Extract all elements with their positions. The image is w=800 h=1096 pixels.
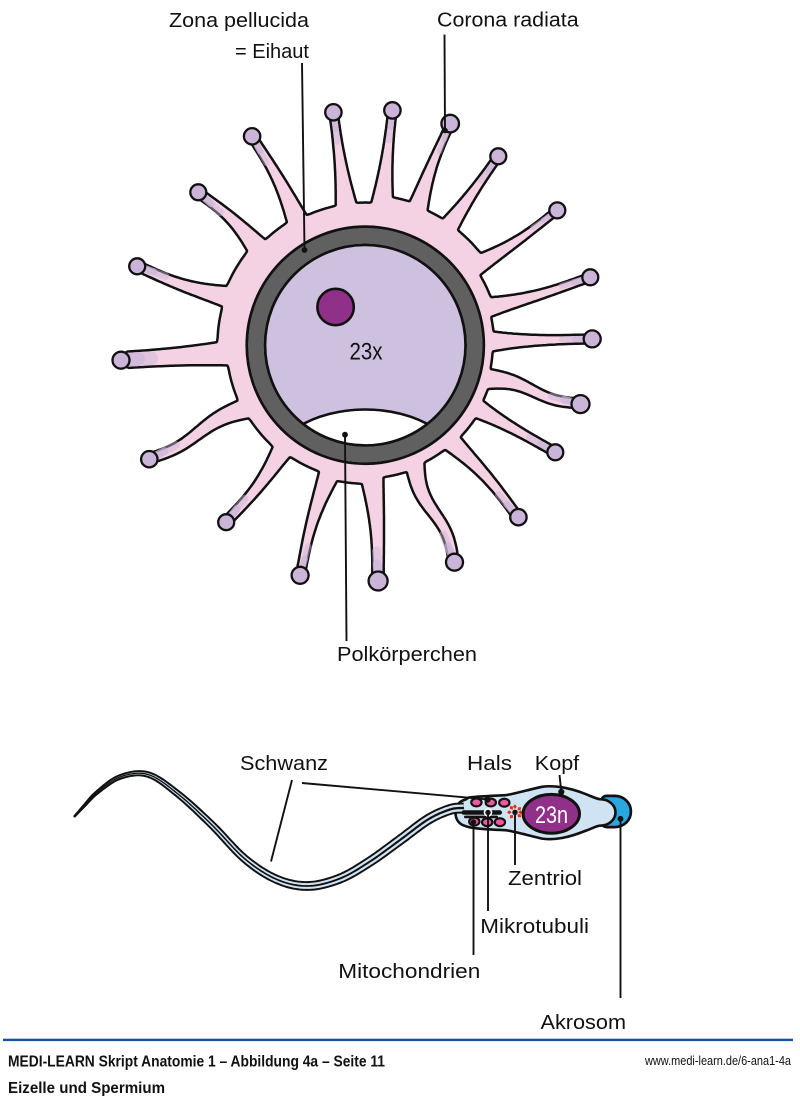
svg-text:Eizelle und Spermium: Eizelle und Spermium xyxy=(8,1080,165,1096)
svg-text:Polkörperchen: Polkörperchen xyxy=(337,644,477,666)
svg-text:Zona pellucida: Zona pellucida xyxy=(169,10,310,32)
svg-text:Mitochondrien: Mitochondrien xyxy=(338,961,480,983)
svg-text:MEDI-LEARN Skript Anatomie 1 –: MEDI-LEARN Skript Anatomie 1 – Abbildung… xyxy=(8,1054,385,1071)
svg-text:Schwanz: Schwanz xyxy=(240,753,328,775)
svg-text:Kopf: Kopf xyxy=(535,753,580,775)
svg-text:Akrosom: Akrosom xyxy=(541,1012,627,1034)
svg-text:= Eihaut: = Eihaut xyxy=(235,41,309,63)
svg-text:Zentriol: Zentriol xyxy=(508,868,582,890)
svg-text:www.medi-learn.de/6-ana1-4a: www.medi-learn.de/6-ana1-4a xyxy=(644,1053,791,1068)
svg-text:Hals: Hals xyxy=(467,753,512,775)
svg-text:Mikrotubuli: Mikrotubuli xyxy=(480,916,589,938)
svg-text:23x: 23x xyxy=(350,339,383,366)
svg-text:Corona radiata: Corona radiata xyxy=(437,10,580,32)
svg-text:23n: 23n xyxy=(535,802,568,829)
